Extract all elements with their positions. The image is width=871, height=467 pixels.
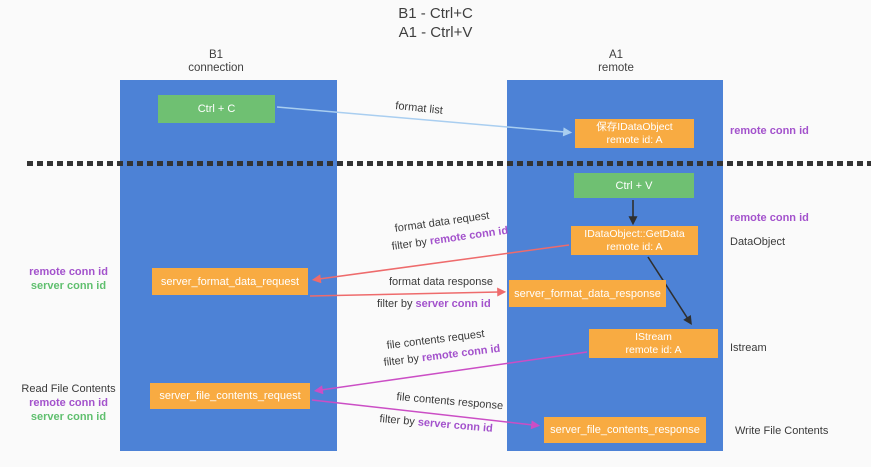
ctrl-v-label: Ctrl + V	[615, 179, 653, 192]
edge-label-filter-format-response: filter by server conn id	[377, 298, 491, 310]
lane-b1-role: connection	[188, 62, 244, 74]
lane-a1-name: A1	[608, 49, 624, 61]
idataobject-getdata-box: IDataObject::GetData remote id: A	[571, 226, 698, 255]
lane-header-b1: B1 connection	[146, 49, 286, 75]
right-remote-conn-id-dataobject: remote conn id	[730, 212, 809, 224]
istream-line2: remote id: A	[625, 343, 682, 356]
save-idataobject-line2: remote id: A	[606, 133, 663, 146]
remote-conn-id-label: remote conn id	[29, 397, 108, 409]
server-format-data-request-label: server_format_data_request	[160, 275, 300, 288]
filter-by-text: filter by	[383, 352, 423, 369]
clipboard-boundary-dashed-line	[27, 161, 871, 166]
filter-by-text: filter by	[377, 298, 416, 310]
title-line-1: B1 - Ctrl+C	[398, 5, 473, 22]
right-remote-conn-id-top: remote conn id	[730, 125, 809, 137]
lane-header-a1: A1 remote	[546, 49, 686, 75]
server-format-data-request-box: server_format_data_request	[152, 268, 308, 295]
server-file-contents-response-box: server_file_contents_response	[544, 417, 706, 443]
filter-key-server-conn-id: server conn id	[417, 416, 494, 435]
filter-by-text: filter by	[391, 235, 431, 253]
server-format-data-response-label: server_format_data_response	[514, 287, 661, 300]
server-conn-id-label: server conn id	[30, 280, 107, 292]
filter-by-text: filter by	[378, 413, 419, 429]
filter-key-server-conn-id: server conn id	[415, 298, 491, 310]
save-idataobject-box: 保存IDataObject remote id: A	[575, 119, 694, 148]
istream-line1: IStream	[635, 330, 672, 343]
read-file-contents-label: Read File Contents	[21, 383, 116, 395]
save-idataobject-line1: 保存IDataObject	[596, 120, 673, 133]
ctrl-c-box: Ctrl + C	[158, 95, 275, 123]
lane-b1-name: B1	[208, 49, 224, 61]
title-line-2: A1 - Ctrl+V	[398, 24, 473, 41]
server-file-contents-request-box: server_file_contents_request	[150, 383, 310, 409]
diagram-title: B1 - Ctrl+C A1 - Ctrl+V	[0, 4, 871, 42]
server-file-contents-request-label: server_file_contents_request	[159, 390, 301, 402]
ctrl-c-label: Ctrl + C	[197, 103, 236, 115]
edge-label-format-list: format list	[394, 100, 444, 117]
edge-format-data-response	[309, 287, 507, 297]
edge-label-file-contents-response: file contents response	[395, 391, 504, 413]
right-istream-label: Istream	[730, 342, 767, 354]
ctrl-v-box: Ctrl + V	[574, 173, 694, 198]
lane-a1-role: remote	[598, 62, 634, 74]
left-mid-annotation: remote conn id server conn id	[16, 265, 121, 293]
right-write-file-contents-label: Write File Contents	[735, 425, 829, 437]
server-format-data-response-box: server_format_data_response	[509, 280, 666, 307]
istream-box: IStream remote id: A	[589, 329, 718, 358]
edge-label-filter-file-response: filter by server conn id	[379, 413, 493, 435]
getdata-line2: remote id: A	[606, 240, 663, 253]
edge-label-format-data-response: format data response	[389, 276, 493, 288]
server-file-contents-response-label: server_file_contents_response	[550, 424, 700, 436]
left-bottom-annotation: Read File Contents remote conn id server…	[16, 382, 121, 424]
right-dataobject-label: DataObject	[730, 236, 786, 248]
server-conn-id-label: server conn id	[30, 411, 107, 423]
remote-conn-id-label: remote conn id	[29, 266, 108, 278]
getdata-line1: IDataObject::GetData	[584, 227, 685, 240]
